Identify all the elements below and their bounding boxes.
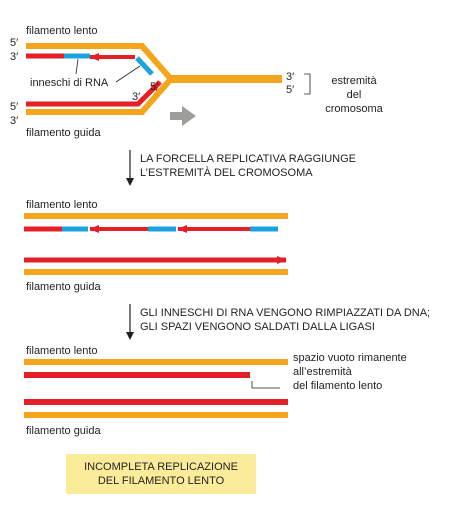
step-arrow-head [126, 332, 134, 340]
five-prime-label: 5′ [286, 84, 294, 96]
rna-primers-label: inneschi di RNA [30, 77, 109, 89]
gap-bracket [251, 381, 280, 389]
leading-strand-label: filamento guida [26, 127, 101, 139]
step2-line1: GLI INNESCHI DI RNA VENGONO RIMPIAZZATI … [140, 307, 430, 319]
chromosome-end-label-2: del [347, 89, 362, 101]
result-line-1: INCOMPLETA REPLICAZIONE [84, 461, 238, 473]
three-prime-label: 3′ [132, 91, 140, 103]
chromosome-end-label-3: cromosoma [325, 103, 383, 115]
leading-strand-arrow [26, 80, 162, 107]
step1-line1: LA FORCELLA REPLICATIVA RAGGIUNGE [140, 153, 356, 165]
step1-line2: L’ESTREMITÀ DEL CROMOSOMA [140, 166, 313, 179]
leading-strand-label: filamento guida [26, 425, 101, 437]
result-line-2: DEL FILAMENTO LENTO [97, 475, 225, 487]
rna-primer-new [135, 56, 154, 76]
five-prime-label: 5′ [10, 37, 18, 49]
three-prime-label: 3′ [286, 71, 294, 83]
three-prime-label: 3′ [10, 115, 18, 127]
gap-label-2: all’estremità [293, 366, 353, 378]
lagging-parental-strand [26, 43, 282, 81]
lagging-strand-label: filamento lento [26, 199, 98, 211]
result-box: INCOMPLETA REPLICAZIONE DEL FILAMENTO LE… [66, 454, 256, 494]
lagging-strand-label: filamento lento [26, 25, 98, 37]
primer-leader-line [75, 58, 79, 75]
five-prime-label: 5′ [150, 81, 158, 93]
step-arrow-head [126, 178, 134, 186]
lagging-strand-label: filamento lento [26, 345, 98, 357]
leading-strand-label: filamento guida [26, 281, 101, 293]
leading-parental-strand [26, 77, 282, 115]
fork-direction-arrow [170, 106, 196, 126]
gap-label-1: spazio vuoto rimanente [293, 352, 407, 364]
chromosome-end-bracket [304, 73, 311, 95]
chromosome-end-label-1: estremità [331, 75, 377, 87]
gap-label-3: del filamento lento [293, 380, 382, 392]
five-prime-label: 5′ [10, 101, 18, 113]
three-prime-label: 3′ [10, 51, 18, 63]
step2-line2: GLI SPAZI VENGONO SALDATI DALLA LIGASI [140, 321, 375, 333]
primer-leader-line [115, 65, 141, 83]
